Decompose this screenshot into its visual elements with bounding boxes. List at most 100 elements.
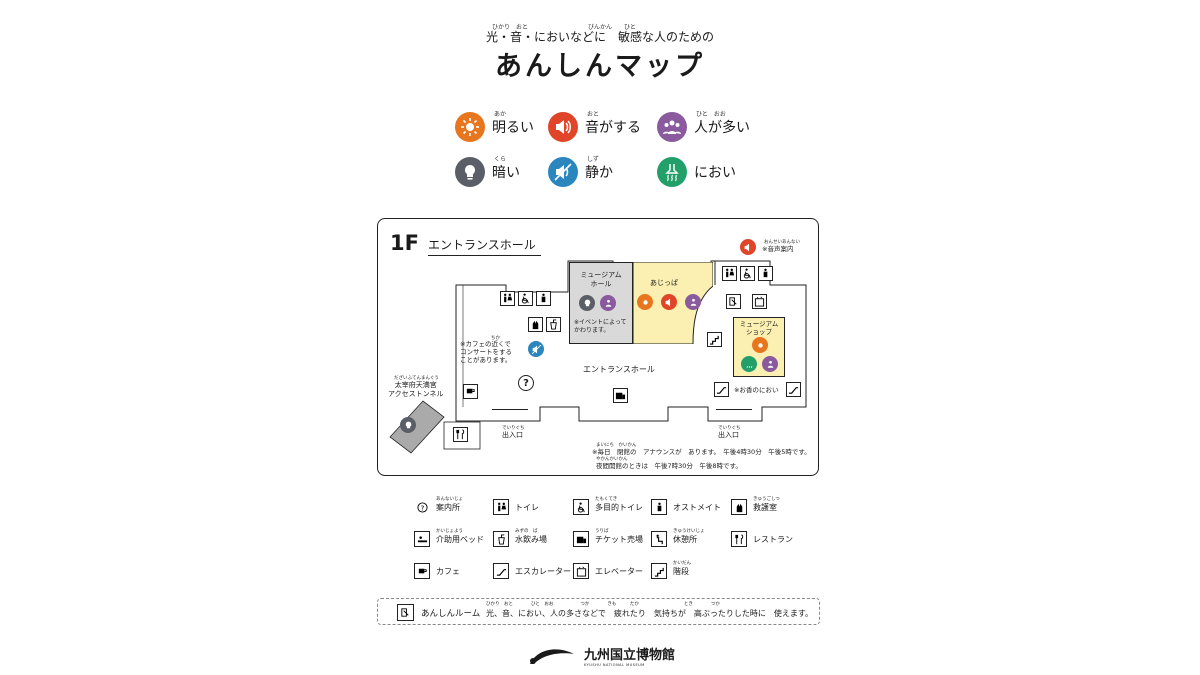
cafe-concert-note: ※カフェの近くで コンサートをする ことがあります。 [460, 340, 512, 364]
legend-quiet: しず 静か [548, 156, 613, 187]
facility-rest-area: きゅうけいじょ休憩所 [651, 529, 705, 547]
entrance-right-ruby: でいりぐち [718, 426, 741, 431]
escalator-icon [714, 382, 729, 397]
ticket-icon [573, 531, 589, 547]
legend-ruby: しず [587, 156, 599, 163]
anshin-room-note: あんしんルーム ひかり おと ひと おお つか きも たか とき つか 光、音、… [377, 598, 820, 625]
question-icon: ? [518, 375, 534, 391]
elevator-icon [573, 563, 589, 579]
legend-label: 暗い [492, 165, 520, 181]
stairs-icon [707, 332, 722, 347]
speaker-muted-icon [528, 341, 544, 357]
ostomate-icon [758, 266, 773, 281]
anshin-room-icon [397, 604, 414, 621]
legend-ruby: あか [494, 111, 507, 118]
facility-label: エスカレーター [515, 566, 571, 576]
crowd-icon [685, 294, 701, 310]
legend-label: 明るい [492, 120, 534, 136]
legend-label: 人が多い [694, 120, 750, 136]
facility-care-bed: かいじょよう介助用ベッド [414, 528, 484, 547]
facility-ruby: あんないじょ [436, 496, 463, 502]
smell-icon [741, 356, 757, 372]
museum-logo-text: 九州国立博物館 [584, 648, 676, 663]
facility-escalator: エスカレーター [493, 563, 571, 579]
audio-note: ※音声案内 [762, 245, 794, 253]
museum-logo-subtext: KYUSHU NATIONAL MUSEUM [584, 663, 645, 667]
legend-dark: くら 暗い [455, 156, 520, 187]
speaker-icon [548, 112, 578, 142]
bulb-dark-icon [400, 417, 416, 433]
facility-label: 休憩所 [673, 534, 697, 544]
page-title: あんしんマップ [495, 51, 705, 82]
cafe-icon [414, 563, 430, 579]
facility-label: 水飲み場 [515, 534, 547, 544]
legend-label: 音がする [585, 120, 641, 136]
announcement-ruby2: やかんかいかん [596, 457, 628, 462]
facility-restaurant: レストラン [731, 531, 793, 547]
speaker-icon [740, 239, 756, 255]
tunnel-label: 太宰府天満宮 アクセストンネル [388, 381, 444, 398]
area-name: エントランスホール [428, 236, 541, 256]
stairs-icon [651, 563, 667, 579]
facility-label: トイレ [515, 502, 539, 512]
legend-sound: おと 音がする [548, 111, 641, 142]
facility-label: エレベーター [595, 566, 643, 576]
tunnel-ruby: だざいふてんまんぐう [394, 376, 439, 381]
anshin-room-ruby: ひかり おと ひと おお つか きも たか とき つか [486, 602, 720, 607]
facility-label: 介助用ベッド [436, 534, 484, 544]
facility-ruby: かいじょよう [436, 528, 463, 534]
facility-ruby: みずの ば [515, 528, 538, 534]
entrance-arrow-left [492, 409, 528, 410]
audio-note-ruby: おんせいあんない [764, 240, 800, 245]
restaurant-icon [453, 427, 468, 442]
drinking-water-icon [546, 317, 561, 332]
ajippa-label: あじっぱ [650, 279, 678, 287]
legend-ruby: ひと おお [696, 111, 726, 118]
speaker-icon [661, 294, 677, 310]
facility-ruby: かいだん [673, 560, 691, 566]
bulb-bright-icon [752, 337, 768, 353]
facility-ruby: きゅうごしつ [753, 496, 780, 502]
facility-cafe: カフェ [414, 563, 460, 579]
cafe-icon [463, 384, 478, 399]
ostomate-icon [651, 499, 667, 515]
announcement-ruby: まいにち かいかん [596, 443, 637, 448]
entrance-left-label: 出入口 [502, 431, 523, 439]
bulb-bright-icon [637, 294, 653, 310]
toilet-icon [500, 291, 515, 306]
museum-logo: 九州国立博物館 KYUSHU NATIONAL MUSEUM [528, 644, 675, 667]
crowd-icon [762, 356, 778, 372]
elevator-icon [752, 294, 767, 309]
announcement-line2: 夜間開館のときは 午後7時30分 午後8時です。 [596, 462, 742, 470]
ticket-icon [613, 388, 628, 403]
facility-ticket: うりばチケット売場 [573, 528, 643, 547]
legend-ruby: くら [494, 156, 507, 163]
entrance-hall-label: エントランスホール [583, 365, 655, 374]
facility-ruby: たもくてき [595, 496, 618, 502]
legend-bright: あか 明るい [455, 111, 534, 142]
crowd-icon [657, 112, 687, 142]
museum-logo-mark [530, 648, 574, 664]
bulb-dark-icon [455, 157, 485, 187]
smell-icon [657, 157, 687, 187]
facility-question: ? あんないじょ案内所 [414, 496, 463, 515]
page-subtitle: 光・音・においなどに 敏感な人のための [485, 30, 714, 44]
drinking-water-icon [493, 531, 509, 547]
facility-label: カフェ [436, 566, 460, 576]
escalator-icon [786, 382, 801, 397]
legend-smell: におい [657, 157, 736, 187]
facility-label: 案内所 [436, 502, 460, 512]
entrance-right-label: 出入口 [718, 431, 739, 439]
facility-ostomate: オストメイト [651, 499, 721, 515]
bulb-bright-icon [455, 112, 485, 142]
facility-drinking-water: みずの ば水飲み場 [493, 528, 547, 547]
floor-label: 1F [390, 231, 419, 255]
facility-ruby: うりば [595, 528, 609, 534]
museum-hall-room: ミュージアム ホール ※イベントによって かわります。 [569, 262, 633, 344]
subtitle-ruby: ひかり おと びんかん ひと [492, 24, 636, 31]
facility-wheelchair: たもくてき多目的トイレ [573, 496, 643, 515]
facility-label: 救護室 [753, 502, 777, 512]
question-icon: ? [414, 499, 430, 515]
svg-text:?: ? [420, 503, 424, 512]
speaker-muted-icon [548, 157, 578, 187]
